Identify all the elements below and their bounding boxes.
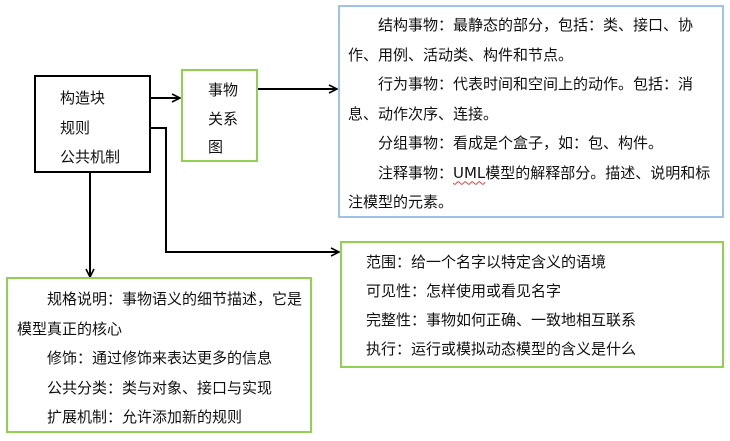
things-relations-diagrams-box: 事物 关系 图 [181,69,258,162]
mechanism-adornments: 修饰：通过修饰来表达更多的信息 [47,349,273,367]
item-things: 事物 [208,81,239,99]
item-rules: 规则 [60,119,91,137]
annotation-prefix: 注释事物： [378,163,454,182]
behavioral-things: 行为事物：代表时间和空间上的动作。包括：消息、动作次序、连接。 [348,75,694,123]
rule-integrity: 完整性：事物如何正确、一致地相互联系 [366,311,637,329]
structural-things: 结构事物：最静态的部分，包括：类、接口、协作、用例、活动类、构件和节点。 [348,16,694,64]
rules-box: 范围：给一个名字以特定含义的语境 可见性：怎样使用或看见名字 完整性：事物如何正… [340,241,724,368]
mechanism-specification: 规格说明：事物语义的细节描述，它是模型真正的核心 [17,290,303,338]
uml-word: UML [453,163,486,182]
common-mechanisms-box: 规格说明：事物语义的细节描述，它是模型真正的核心 修饰：通过修饰来表达更多的信息… [6,277,312,433]
item-building-blocks: 构造块 [60,89,106,107]
annotational-things: 注释事物：UML模型的解释部分。描述、说明和标注模型的元素。 [348,159,716,218]
mechanism-extensibility: 扩展机制：允许添加新的规则 [47,408,243,426]
grouping-things: 分组事物：看成是个盒子，如：包、构件。 [378,134,664,152]
item-diagrams: 图 [208,138,224,156]
item-relations: 关系 [208,110,239,128]
rule-scope: 范围：给一个名字以特定含义的语境 [366,253,607,271]
item-common-mechanisms: 公共机制 [60,148,121,166]
uml-core-box: 构造块 规则 公共机制 [34,75,151,173]
annotation-rest: 模型的解释部分。描述、说明和标注模型的元素。 [348,163,711,212]
rule-execution: 执行：运行或模拟动态模型的含义是什么 [366,340,637,358]
mechanism-common-divisions: 公共分类：类与对象、接口与实现 [47,378,273,397]
rule-visibility: 可见性：怎样使用或看见名字 [366,282,562,300]
things-detail-box: 结构事物：最静态的部分，包括：类、接口、协作、用例、活动类、构件和节点。 行为事… [338,5,724,218]
